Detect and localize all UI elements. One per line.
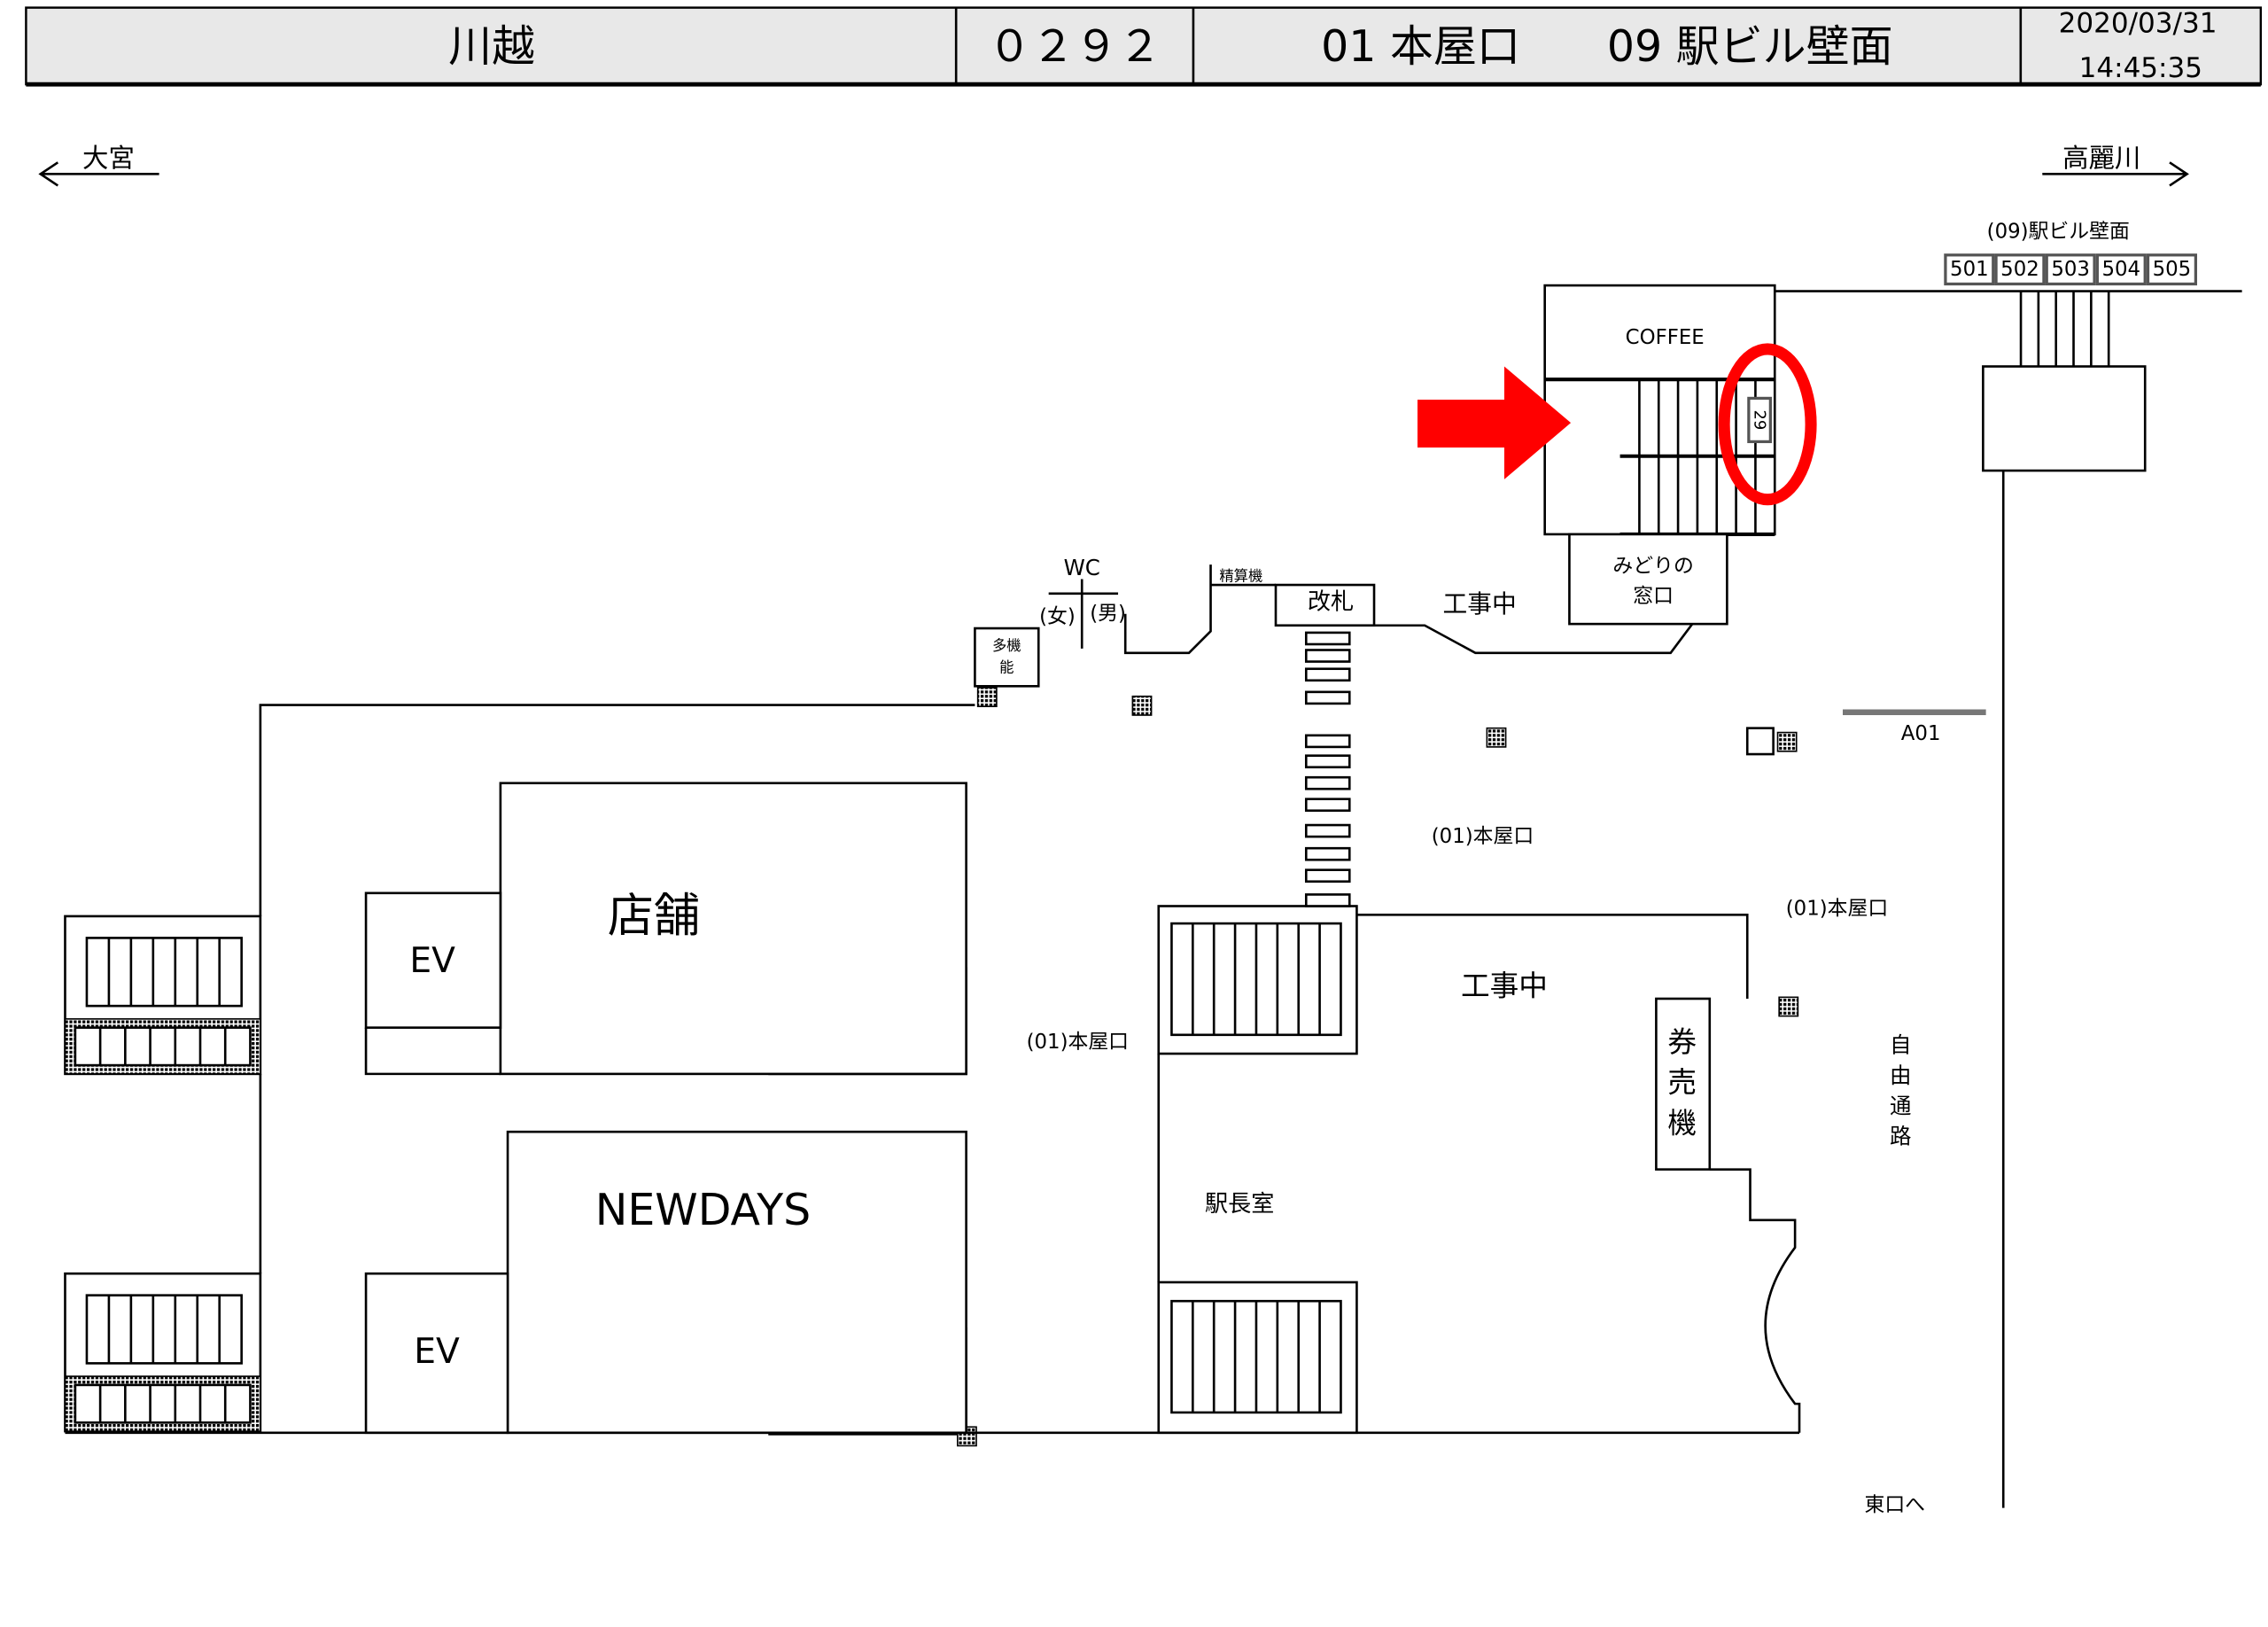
station-name: 川越 xyxy=(448,21,535,72)
ticket-gate xyxy=(1274,583,1376,627)
shop-label: 店舗 xyxy=(608,890,700,943)
direction-right-label: 高麗川 xyxy=(2062,143,2140,173)
ev-2-label: EV xyxy=(414,1332,460,1372)
stairs-center-lower xyxy=(1170,1299,1342,1414)
midori-label-2: 窓口 xyxy=(1633,585,1674,608)
ad-slot-label: 501 xyxy=(1950,258,1989,281)
midori-window xyxy=(1568,533,1728,626)
honya-exit-label-3: (01)本屋口 xyxy=(1027,1031,1129,1054)
direction-right: 高麗川 xyxy=(2042,143,2189,187)
gate-lane xyxy=(1304,823,1351,838)
ticket-machine-char-3: 機 xyxy=(1667,1106,1697,1140)
a01-marker xyxy=(1745,727,1775,756)
ad-slot-label: 504 xyxy=(2101,258,2140,281)
direction-left-label: 大宮 xyxy=(82,143,135,173)
stairs-top-right-frame xyxy=(1982,365,2147,472)
location-names: 01 本屋口 09 駅ビル壁面 xyxy=(1321,21,1892,72)
pillar xyxy=(1131,695,1153,716)
stairs-left-upper-1 xyxy=(85,937,243,1008)
gate-lane xyxy=(1304,775,1351,790)
pillar xyxy=(1776,731,1798,752)
coffee-label: COFFEE xyxy=(1626,326,1705,349)
free-passage-char-2: 由 xyxy=(1890,1063,1911,1088)
construction-top-label: 工事中 xyxy=(1443,589,1517,619)
gate-lane xyxy=(1304,846,1351,861)
gate-lane xyxy=(1304,649,1351,663)
free-passage-char-4: 路 xyxy=(1890,1124,1911,1149)
gate-lane xyxy=(1304,893,1351,907)
multipurpose-toilet xyxy=(974,627,1040,688)
free-passage-char-3: 通 xyxy=(1890,1093,1911,1118)
free-passage-char-1: 自 xyxy=(1890,1032,1911,1058)
highlight-circle xyxy=(1718,343,1817,506)
wc-label: WC xyxy=(1064,555,1100,580)
stairs-top-right-upper xyxy=(2019,291,2110,367)
ticket-machine-box xyxy=(1655,997,1712,1171)
ticket-machine-char-2: 売 xyxy=(1667,1066,1697,1100)
stairs-center-upper xyxy=(1170,922,1342,1037)
ad-slot-label: 505 xyxy=(2153,258,2192,281)
stairs-left-upper-2 xyxy=(85,1294,243,1365)
a01-label: A01 xyxy=(1901,722,1941,745)
multi-label-2: 能 xyxy=(999,659,1014,676)
ticket-machine-char-1: 券 xyxy=(1667,1025,1697,1059)
date: 2020/03/31 xyxy=(2059,8,2218,40)
pillar xyxy=(976,687,998,707)
ev-1-box xyxy=(364,891,502,1029)
highlight-arrow-icon xyxy=(1418,366,1572,479)
newdays-label: NEWDAYS xyxy=(595,1185,812,1235)
fare-adjust-label: 精算機 xyxy=(1219,568,1262,585)
escalator-left-steps-2 xyxy=(74,1383,252,1424)
wall-ad-group: (09)駅ビル壁面 501 502 503 504 505 xyxy=(1775,221,2242,292)
ad-slot-501[interactable]: 501 xyxy=(1944,253,1995,286)
gate-lane xyxy=(1304,734,1351,749)
east-exit-label: 東口へ xyxy=(1865,1493,1926,1516)
ad-slot-502[interactable]: 502 xyxy=(1994,253,2046,286)
honya-exit-label-2: (01)本屋口 xyxy=(1786,898,1888,921)
ad-slot-label: 503 xyxy=(2051,258,2090,281)
station-master-label: 駅長室 xyxy=(1205,1191,1274,1218)
construction-main-label: 工事中 xyxy=(1461,969,1548,1002)
wc-female-label: (女) xyxy=(1039,605,1076,628)
pillar xyxy=(1486,727,1507,748)
ad-slot-label: 502 xyxy=(2000,258,2039,281)
multi-label-1: 多機 xyxy=(992,637,1021,654)
shop-block xyxy=(499,782,967,1076)
ev-2-box xyxy=(364,1272,509,1435)
wall-ad-title: (09)駅ビル壁面 xyxy=(1987,221,2130,244)
gate-lane xyxy=(1304,631,1351,646)
ad-slot-29[interactable]: 29 xyxy=(1747,396,1772,444)
time: 14:45:35 xyxy=(2079,52,2202,84)
newdays-block xyxy=(506,1130,967,1435)
header-bar: 川越 ０２９２ 01 本屋口 09 駅ビル壁面 2020/03/31 14:45… xyxy=(25,6,2263,87)
ad-slot-505[interactable]: 505 xyxy=(2146,253,2197,286)
arrow-right-icon xyxy=(2042,161,2189,187)
gate-lane xyxy=(1304,690,1351,705)
ad-slot-29-label: 29 xyxy=(1751,410,1769,431)
ticket-gate-label: 改札 xyxy=(1308,589,1354,616)
station-code: ０２９２ xyxy=(988,21,1161,72)
escalator-left-steps-1 xyxy=(74,1026,252,1067)
direction-left: 大宮 xyxy=(38,143,159,187)
gate-lane xyxy=(1304,754,1351,769)
ad-slot-503[interactable]: 503 xyxy=(2045,253,2096,286)
pillar xyxy=(1778,996,1799,1017)
midori-label-1: みどりの xyxy=(1612,555,1693,578)
gate-lane xyxy=(1304,667,1351,682)
gate-lane xyxy=(1304,868,1351,884)
honya-exit-label-1: (01)本屋口 xyxy=(1432,825,1534,848)
ad-slot-504[interactable]: 504 xyxy=(2095,253,2147,286)
ev-1-label: EV xyxy=(409,941,455,981)
wc-male-label: (男) xyxy=(1090,603,1126,626)
arrow-left-icon xyxy=(38,161,159,187)
gate-lane xyxy=(1304,798,1351,813)
